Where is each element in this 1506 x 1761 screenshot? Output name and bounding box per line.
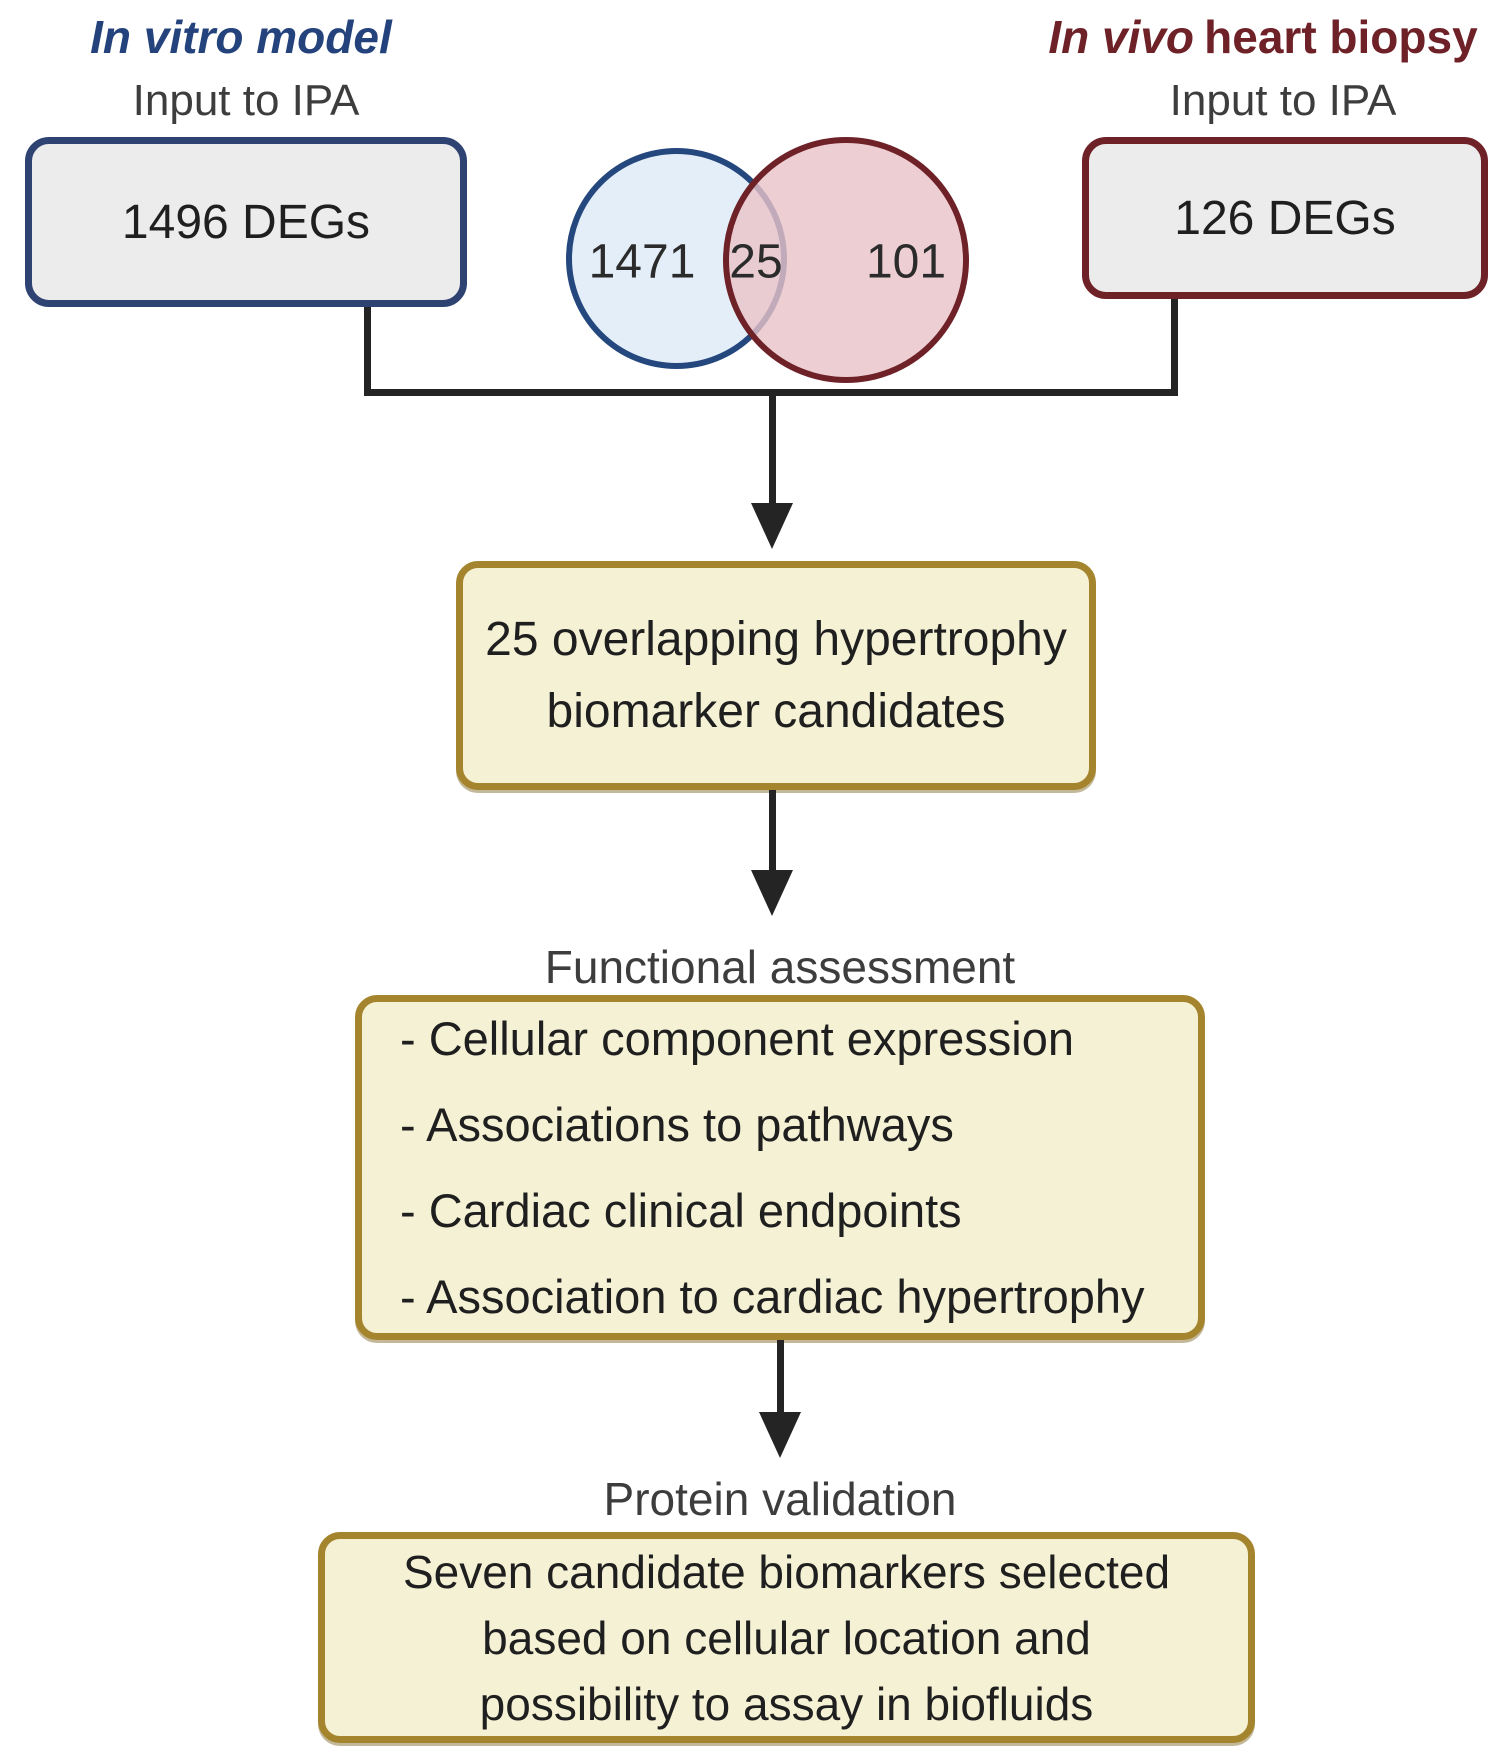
stage3-line: based on cellular location and [482, 1611, 1091, 1664]
in-vivo-title-italic: In vivo [1048, 11, 1195, 63]
venn-count-in-vitro-only: 1471 [588, 235, 696, 289]
functional-assessment-label: Functional assessment [544, 941, 1016, 993]
venn-count-overlap: 25 [729, 235, 783, 289]
stage2-bullet: - Cardiac clinical endpoints [400, 1183, 962, 1237]
stage3-line: Seven candidate biomarkers selected [402, 1545, 1171, 1598]
in-vitro-degs-box: 1496 DEGs [25, 137, 467, 307]
in-vitro-title: In vitro model [30, 10, 462, 64]
stage3-box-selected-biomarkers: Seven candidate biomarkers selected base… [318, 1532, 1255, 1743]
stage2-bullet: - Associations to pathways [400, 1097, 954, 1151]
in-vitro-degs-count: 1496 DEGs [121, 195, 371, 249]
in-vivo-degs-box: 126 DEGs [1082, 137, 1488, 299]
arrow-3-shaft [777, 1340, 784, 1414]
in-vivo-title-rest: heart biopsy [1204, 11, 1478, 63]
arrow-3-head-icon [759, 1412, 801, 1458]
venn-count-in-vivo-only: 101 [865, 235, 947, 289]
stage3-line: possibility to assay in biofluids [479, 1677, 1094, 1730]
stage1-line: 25 overlapping hypertrophy [485, 612, 1067, 666]
stage2-box-functional-assessment: - Cellular component expression - Associ… [355, 995, 1205, 1340]
venn-diagram: 1471 25 101 [540, 120, 990, 400]
protein-validation-label: Protein validation [603, 1473, 957, 1525]
stage1-box-overlapping-candidates: 25 overlapping hypertrophy biomarker can… [456, 561, 1096, 790]
input-to-ipa-label-right: Input to IPA [1169, 76, 1397, 125]
in-vivo-degs-count: 126 DEGs [1174, 191, 1396, 245]
arrow-1-shaft [769, 396, 776, 504]
connector-right-vertical [1171, 299, 1178, 396]
input-to-ipa-label-left: Input to IPA [132, 76, 360, 125]
stage2-bullet: - Cellular component expression [400, 1011, 1074, 1065]
venn-circle-in-vivo [723, 137, 969, 383]
stage1-line: biomarker candidates [546, 684, 1006, 738]
arrow-1-head-icon [751, 503, 793, 549]
arrow-2-head-icon [751, 870, 793, 916]
connector-horizontal [364, 389, 1178, 396]
in-vitro-title-text: In vitro model [90, 11, 392, 63]
connector-left-vertical [364, 307, 371, 396]
arrow-2-shaft [769, 790, 776, 872]
stage2-bullet: - Association to cardiac hypertrophy [400, 1269, 1145, 1323]
